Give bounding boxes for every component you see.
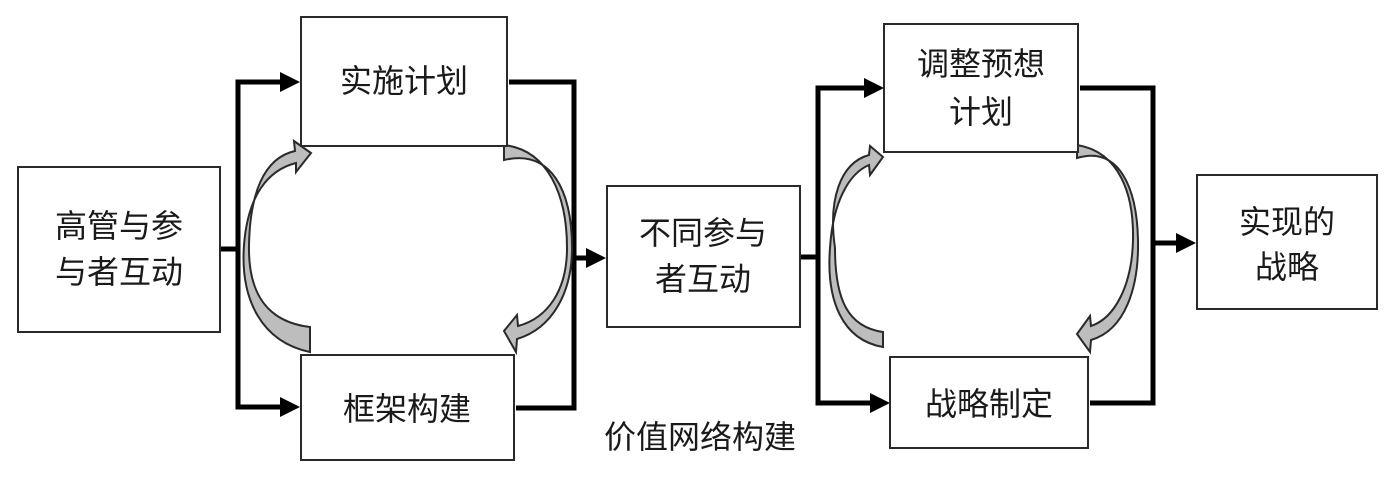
node-label: 者互动 (655, 260, 751, 298)
node-label: 战略制定 (925, 385, 1053, 423)
node-framework-building: 框架构建 (300, 354, 515, 461)
cycle-arrow-down-icon (1075, 143, 1140, 355)
node-label: 计划 (949, 93, 1013, 131)
connectors-stage-3 (800, 78, 890, 413)
connector-bus-to-n2 (235, 79, 282, 249)
diagram-caption: 价值网络构建 (604, 418, 796, 456)
arrowhead-to-n6 (870, 393, 890, 413)
cycle-arrow-up-icon (242, 138, 313, 354)
node-strategy-formulation: 战略制定 (889, 356, 1089, 449)
node-label: 实施计划 (340, 62, 468, 100)
arrowhead-to-n4 (586, 248, 606, 268)
connector-n5-n6-out (1080, 85, 1156, 406)
node-participant-interaction: 不同参与 者互动 (606, 185, 801, 328)
cycle-arrow-up-icon (828, 144, 885, 349)
node-executive-interaction: 高管与参 与者互动 (17, 166, 221, 333)
node-realized-strategy: 实现的 战略 (1196, 174, 1378, 310)
arrowhead-to-n7 (1176, 233, 1196, 253)
cycle-arrow-down-icon (502, 143, 574, 356)
connector-bus-to-n6 (815, 257, 872, 406)
node-implementation-plan: 实施计划 (300, 16, 508, 147)
connectors-stage-4 (1080, 85, 1196, 406)
node-label: 战略 (1255, 248, 1319, 286)
arrowhead-to-n2 (280, 72, 300, 92)
node-label: 与者互动 (55, 253, 183, 291)
node-label: 框架构建 (343, 390, 471, 428)
arrowhead-to-n3 (280, 397, 300, 417)
node-label: 高管与参 (55, 207, 183, 245)
connectors-stage-1 (220, 72, 300, 417)
node-label: 实现的 (1239, 203, 1335, 241)
connectors-stage-2 (509, 79, 606, 411)
node-adjust-plan: 调整预想 计划 (883, 23, 1079, 153)
connector-bus-to-n3 (235, 249, 282, 410)
connector-bus-to-n5 (815, 85, 866, 257)
arrowhead-to-n5 (864, 78, 884, 98)
node-label: 调整预想 (917, 45, 1045, 83)
node-label: 不同参与 (639, 214, 767, 252)
connector-n2-out (509, 79, 577, 411)
